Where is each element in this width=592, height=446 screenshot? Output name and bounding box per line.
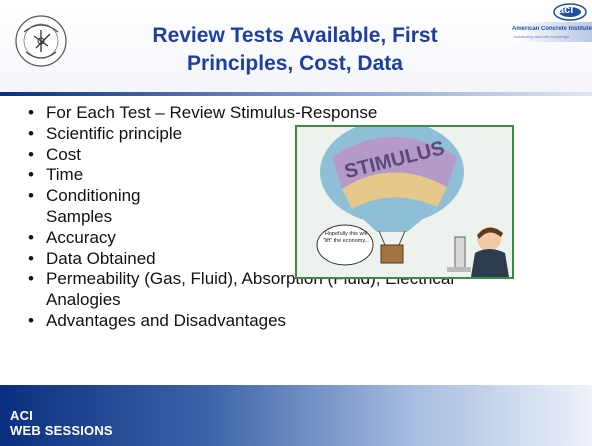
aci-tagline: Advancing concrete knowledge	[514, 34, 570, 39]
bullet-item: Accuracy	[26, 228, 586, 249]
bullet-item: Cost	[26, 145, 586, 166]
bullet-item: Conditioning	[26, 186, 586, 207]
footer-label: ACI WEB SESSIONS	[10, 408, 113, 438]
slide-title: Review Tests Available, First Principles…	[90, 22, 500, 78]
footer-line-1: ACI	[10, 408, 33, 423]
university-seal-icon	[15, 15, 67, 67]
title-line-2: Principles, Cost, Data	[187, 52, 403, 75]
balloon-illustration-icon: STIMULUS Hopefully this will "lift" the …	[297, 127, 512, 277]
bullet-item-continuation: Samples	[46, 206, 113, 226]
bullet-item: For Each Test – Review Stimulus-Response	[26, 103, 586, 124]
bullet-item: Time	[26, 165, 586, 186]
header-divider	[0, 92, 592, 96]
bullet-item: Advantages and Disadvantages	[26, 311, 586, 332]
aci-logo-band	[514, 22, 592, 42]
bullet-item: Data Obtained	[26, 249, 586, 270]
slide-header: Review Tests Available, First Principles…	[0, 0, 592, 92]
stimulus-balloon-cartoon: STIMULUS Hopefully this will "lift" the …	[295, 125, 514, 279]
speech-bubble-text: Hopefully this will "lift" the economy..…	[322, 231, 370, 244]
footer-band	[0, 385, 592, 446]
aci-logo-icon	[553, 3, 587, 21]
bullet-item: Scientific principle	[26, 124, 586, 145]
aci-logo-text: aci	[558, 4, 574, 16]
aci-org-name: American Concrete Institute	[512, 26, 592, 32]
title-line-1: Review Tests Available, First	[152, 24, 438, 47]
bullet-item-continuation: Analogies	[46, 290, 121, 310]
footer-line-2: WEB SESSIONS	[10, 423, 113, 438]
